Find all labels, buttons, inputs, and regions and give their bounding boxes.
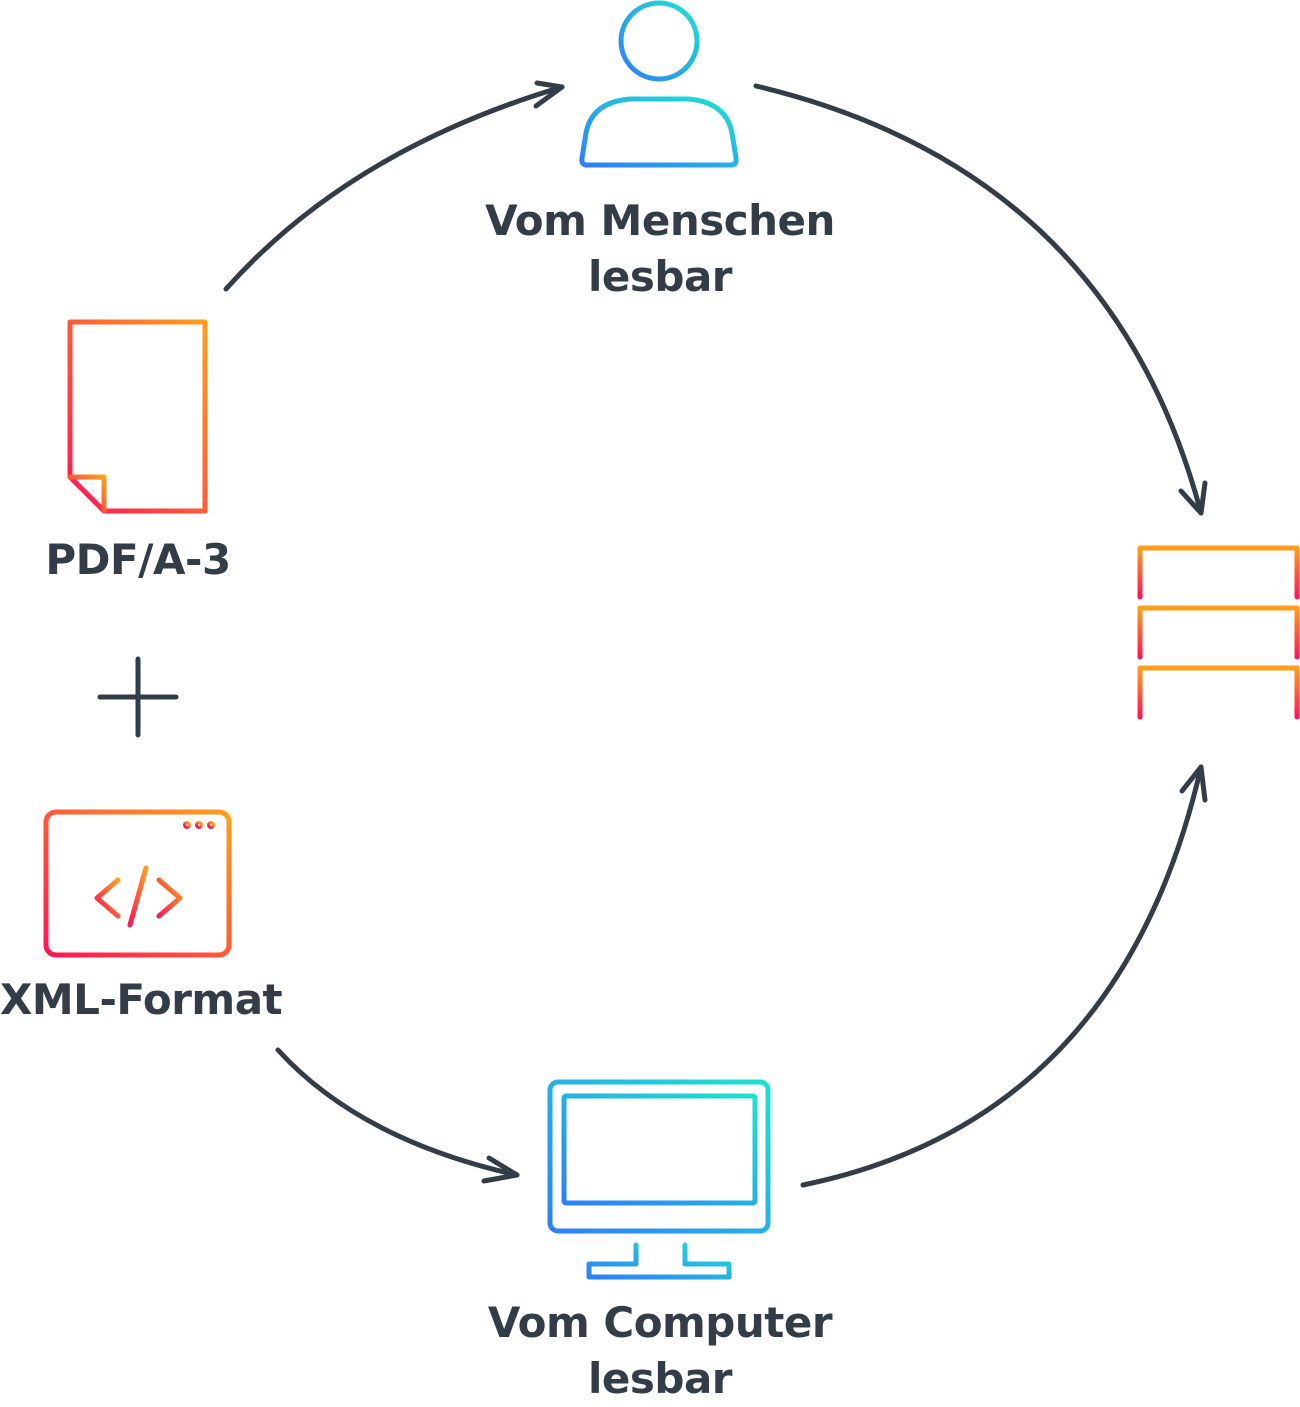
code-window-icon — [43, 809, 232, 958]
computer-readable-label: Vom Computer lesbar — [450, 1295, 870, 1407]
arrow-xml-to-computer — [275, 1047, 520, 1184]
arrow-computer-to-server — [800, 764, 1208, 1188]
server-stack-icon — [1137, 545, 1300, 734]
pdf-label: PDF/A-3 — [18, 532, 258, 588]
monitor-icon — [547, 1079, 771, 1280]
computer-readable-line2: lesbar — [588, 1354, 733, 1403]
xml-label: XML-Format — [0, 972, 283, 1028]
computer-readable-line1: Vom Computer — [487, 1298, 833, 1347]
arrow-pdf-to-human — [223, 80, 565, 292]
human-readable-label: Vom Menschen lesbar — [450, 193, 870, 305]
arrow-human-to-server — [753, 83, 1208, 516]
human-readable-line1: Vom Menschen — [485, 196, 835, 245]
human-readable-line2: lesbar — [588, 252, 733, 301]
person-icon — [579, 0, 739, 168]
cycle-arrows — [223, 80, 1208, 1188]
plus-icon — [97, 656, 179, 738]
pdf-label-text: PDF/A-3 — [45, 535, 231, 584]
xml-label-text: XML-Format — [0, 975, 283, 1024]
document-icon — [67, 319, 208, 514]
